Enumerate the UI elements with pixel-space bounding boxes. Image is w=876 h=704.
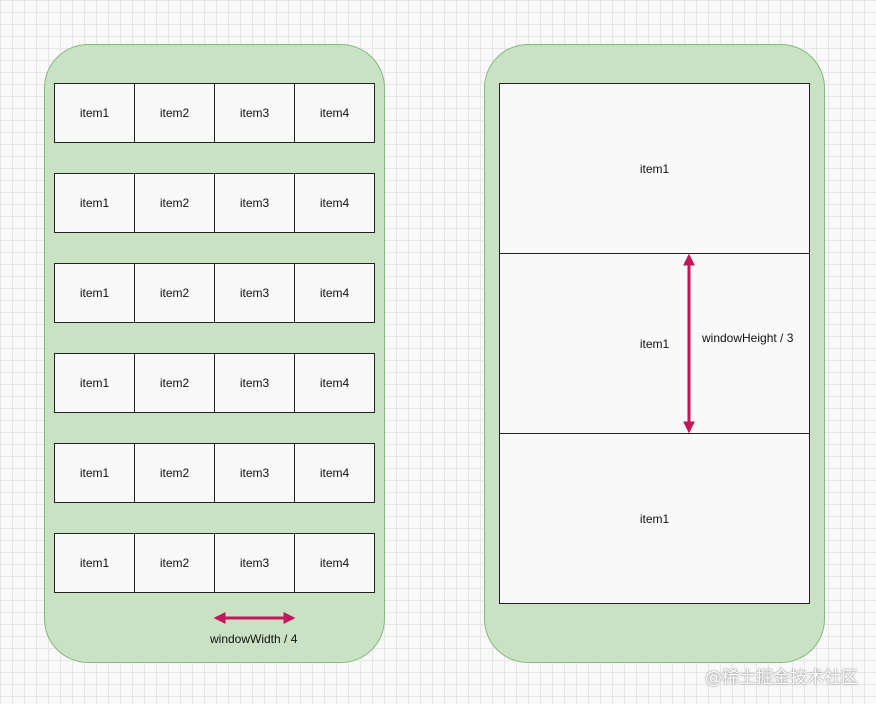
grid-cell: item1 [55, 354, 135, 412]
grid-cell: item3 [215, 534, 295, 592]
grid-cell: item1 [55, 84, 135, 142]
grid-cell: item2 [135, 534, 215, 592]
height-annotation: windowHeight / 3 [702, 331, 794, 345]
grid-cell: item1 [55, 174, 135, 232]
grid-cell: item4 [319, 556, 350, 570]
grid-cell: item3 [215, 174, 295, 232]
grid-cell: item1 [55, 534, 135, 592]
grid-cell: item3 [215, 84, 295, 142]
grid-cell: item4 [319, 466, 350, 480]
grid-cell: item2 [135, 174, 215, 232]
stack-item: item1 [639, 511, 670, 526]
grid-cell: item2 [135, 444, 215, 502]
grid-cell: item2 [135, 84, 215, 142]
grid-cell: item1 [55, 444, 135, 502]
grid-cell: item3 [215, 264, 295, 322]
width-annotation: windowWidth / 4 [210, 632, 298, 646]
stack-item: item1 [500, 254, 809, 434]
grid-cell: item4 [319, 286, 350, 300]
grid-cell: item3 [215, 444, 295, 502]
grid-cell: item2 [135, 264, 215, 322]
grid-cell: item4 [319, 106, 350, 120]
grid-cell: item2 [135, 354, 215, 412]
grid-cell: item1 [55, 264, 135, 322]
watermark: @稀土掘金技术社区 [705, 668, 858, 688]
stack-item: item1 [500, 84, 809, 254]
grid-cell: item4 [319, 196, 350, 210]
right-stack: item1 item1 item1 [499, 83, 810, 604]
grid-cell: item4 [319, 376, 350, 390]
grid-cell: item3 [215, 354, 295, 412]
